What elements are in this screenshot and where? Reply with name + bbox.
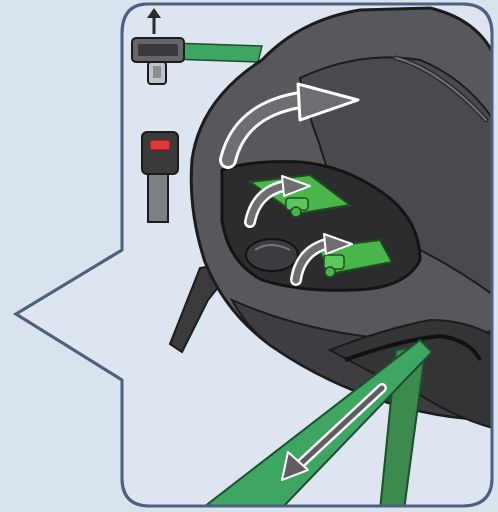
instruction-illustration — [0, 0, 498, 512]
illustration-svg — [0, 0, 498, 512]
